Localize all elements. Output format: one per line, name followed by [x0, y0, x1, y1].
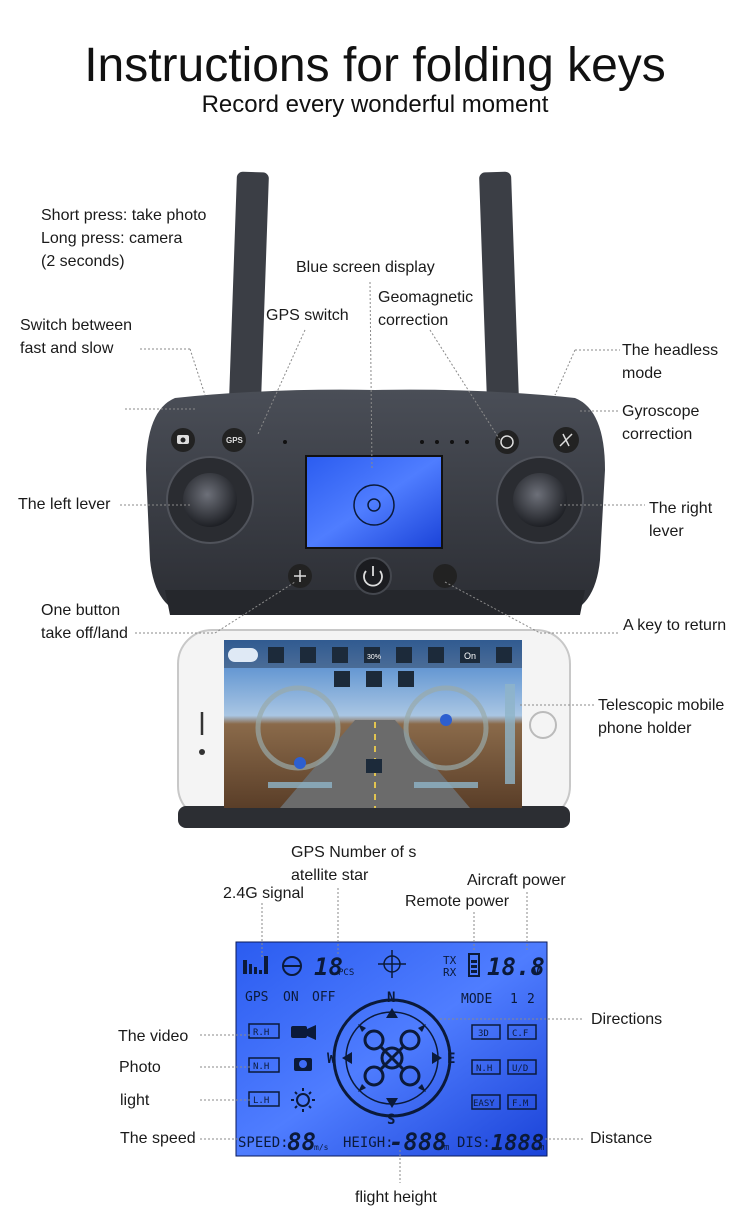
lcd-btn-fm: F.M [512, 1099, 529, 1109]
label-headless: The headless mode [622, 342, 719, 382]
label-return-key: A key to return [623, 617, 727, 634]
right-antenna [479, 171, 519, 403]
lcd-voltage: 18.8 [487, 953, 545, 981]
app-icon-on: On [464, 651, 476, 661]
signal-bars-icon [243, 956, 268, 974]
lcd-dis-unit: m [539, 1143, 544, 1153]
label-distance: Distance [590, 1130, 653, 1147]
lcd-height-unit: m [444, 1143, 449, 1153]
label-left-lever: The left lever [18, 496, 111, 513]
lcd-mode-boxes [248, 1023, 537, 1110]
lcd-btn-nh: N.H [253, 1062, 269, 1072]
label-gps-switch: GPS switch [266, 307, 349, 324]
lcd-sats-value: 18 [314, 953, 343, 981]
lcd-btn-cf: C.F [512, 1029, 528, 1039]
label-photo: Photo [119, 1059, 161, 1076]
label-one-button: One button take off/land [41, 602, 128, 642]
lcd-north: N [387, 990, 395, 1006]
camera-icon [294, 1058, 312, 1071]
label-flight-height: flight height [355, 1189, 437, 1206]
lcd-on: ON [283, 990, 299, 1005]
lcd-west: W [327, 1051, 336, 1067]
right-stick[interactable] [496, 456, 584, 544]
label-aircraft-power: Aircraft power [467, 872, 566, 889]
lcd-off: OFF [312, 990, 336, 1005]
lcd-mode-2: 2 [527, 992, 535, 1007]
takeoff-land-button[interactable] [288, 564, 312, 588]
label-photo-button: Short press: take photo Long press: came… [41, 207, 207, 270]
lcd-east: E [447, 1051, 455, 1067]
lcd-speed-label: SPEED: [238, 1135, 289, 1151]
left-antenna [229, 171, 269, 403]
lcd-gps: GPS [245, 990, 268, 1005]
lcd-mode: MODE [461, 992, 492, 1007]
controller-lcd [305, 455, 443, 549]
headless-button[interactable] [553, 427, 579, 453]
app-icon-row [228, 647, 512, 773]
lcd-sats-unit: PCS [338, 968, 354, 978]
lcd-dis-value: 1888 [491, 1131, 544, 1156]
label-geomagnetic: Geomagnetic correction [378, 289, 474, 329]
lcd-speed-unit: m/s [314, 1143, 329, 1152]
compass-rose-icon [378, 950, 406, 978]
lcd-speed-value: 88 [287, 1128, 316, 1156]
label-directions: Directions [591, 1011, 663, 1028]
lcd-voltage-unit: V [533, 965, 540, 978]
lcd-panel: 18 PCS TX RX 18.8 V GPS ON OFF MODE 1 2 … [235, 941, 548, 1157]
lcd-leader-lines [200, 888, 585, 1183]
photo-button[interactable] [171, 428, 195, 452]
label-speed: The speed [120, 1130, 196, 1147]
lcd-rx: RX [443, 966, 457, 979]
gps-button[interactable] [222, 428, 246, 452]
label-blue-screen: Blue screen display [296, 259, 435, 276]
app-icon-percent: 30% [367, 654, 381, 661]
label-gyroscope: Gyroscope correction [622, 403, 700, 443]
page-title: Instructions for folding keys [84, 39, 666, 92]
label-video: The video [118, 1028, 189, 1045]
lcd-dis-label: DIS: [457, 1135, 491, 1151]
label-right-lever: The right lever [649, 500, 713, 540]
video-camera-icon [291, 1025, 316, 1040]
lcd-btn-easy: EASY [473, 1099, 495, 1109]
page-subtitle: Record every wonderful moment [201, 91, 549, 118]
lcd-south: S [387, 1112, 395, 1128]
lcd-btn-nh2: N.H [476, 1064, 492, 1074]
lcd-btn-lh: L.H [253, 1096, 269, 1106]
gps-button-label: GPS [226, 436, 244, 445]
sun-light-icon [291, 1088, 315, 1112]
lcd-btn-rh: R.H [253, 1028, 269, 1038]
label-speed-switch: Switch between fast and slow [20, 317, 133, 357]
satellite-icon [282, 956, 302, 976]
left-stick[interactable] [166, 456, 254, 544]
label-gps-sats: GPS Number of s atellite star [291, 844, 417, 884]
geomagnetic-button[interactable] [495, 430, 519, 454]
lcd-height-label: HEIGH: [343, 1135, 394, 1151]
label-light: light [120, 1092, 150, 1109]
lcd-height-value: -888 [389, 1128, 447, 1156]
label-signal: 2.4G signal [223, 885, 304, 902]
controller-leader-lines [120, 281, 645, 706]
lcd-mode-1: 1 [510, 992, 518, 1007]
label-phone-holder: Telescopic mobile phone holder [598, 697, 725, 737]
return-button[interactable] [433, 564, 457, 588]
lcd-tx: TX [443, 954, 457, 967]
lcd-btn-ud: U/D [512, 1064, 528, 1074]
indicator-leds [283, 440, 469, 444]
battery-icon [468, 953, 480, 977]
power-button[interactable] [354, 557, 392, 595]
label-remote-power: Remote power [405, 893, 510, 910]
lcd-btn-3d: 3D [478, 1029, 489, 1039]
